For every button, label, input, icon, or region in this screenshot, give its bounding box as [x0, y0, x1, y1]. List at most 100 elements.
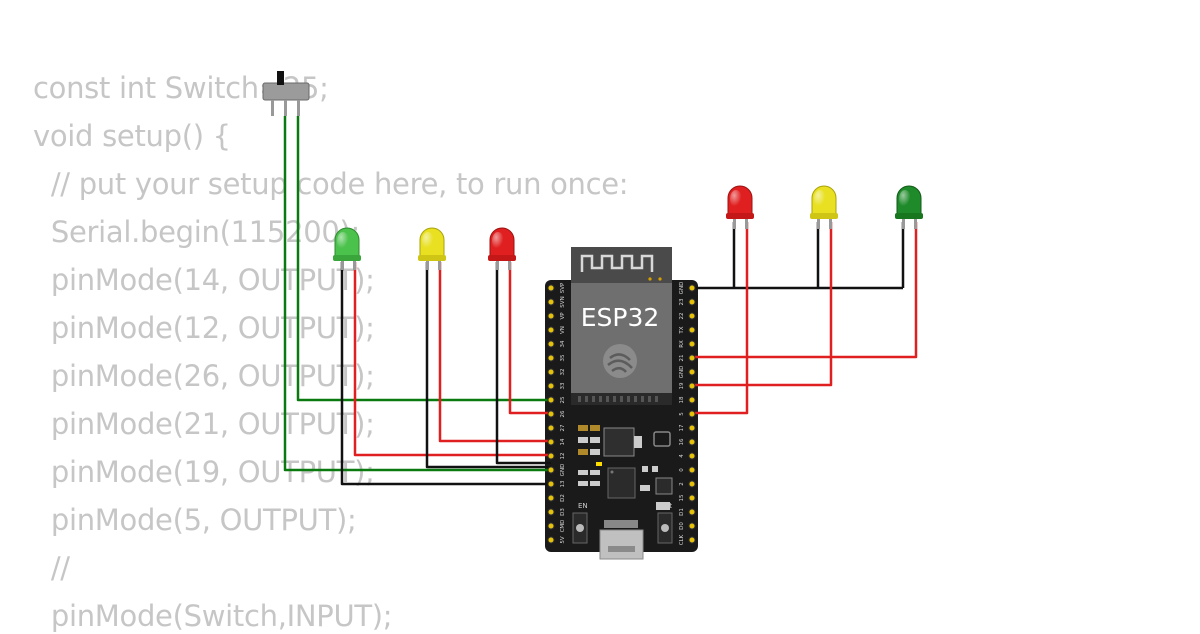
left-pin-27[interactable] — [547, 424, 555, 432]
right-pin-label: GND — [679, 366, 685, 379]
left-pin-VN[interactable] — [547, 326, 555, 334]
right-pin-22[interactable] — [688, 312, 696, 320]
code-line: void setup() { — [33, 119, 231, 153]
right-pin-label: 15 — [679, 494, 685, 501]
led-yellow-right[interactable] — [810, 185, 838, 229]
right-pin-2[interactable] — [688, 480, 696, 488]
left-pin-SVP[interactable] — [547, 284, 555, 292]
right-pin-16[interactable] — [688, 438, 696, 446]
code-line: pinMode(21, OUTPUT); — [33, 407, 375, 441]
esp32-board[interactable]: ESP32 EN Boot — [545, 247, 698, 560]
right-pin-21[interactable] — [688, 354, 696, 362]
en-button[interactable] — [572, 512, 588, 544]
left-pin-14[interactable] — [547, 438, 555, 446]
code-line: // put your setup code here, to run once… — [33, 167, 629, 201]
led-red-left[interactable] — [488, 227, 516, 270]
right-pin-5[interactable] — [688, 410, 696, 418]
right-pin-RX[interactable] — [688, 340, 696, 348]
left-pin-label: 32 — [560, 369, 566, 376]
left-pin-label: 35 — [560, 354, 566, 361]
right-pin-label: D0 — [679, 522, 685, 530]
right-pin-D1[interactable] — [688, 508, 696, 516]
led-green-right[interactable] — [895, 185, 923, 229]
led-yellow-left[interactable] — [418, 227, 446, 270]
left-pin-34[interactable] — [547, 340, 555, 348]
left-pin-26[interactable] — [547, 410, 555, 418]
right-pin-D0[interactable] — [688, 522, 696, 530]
right-pin-label: RX — [679, 340, 685, 348]
left-pin-label: SVN — [560, 296, 566, 307]
right-pin-label: 19 — [679, 382, 685, 389]
wire-led-yellow-signal — [438, 262, 551, 443]
left-pin-D2[interactable] — [547, 494, 555, 502]
left-pin-label: CMD — [560, 520, 566, 533]
code-line: // — [33, 551, 70, 585]
left-pin-label: D2 — [560, 494, 566, 502]
left-pin-label: 25 — [560, 396, 566, 403]
board-label: ESP32 — [581, 303, 660, 332]
right-pin-label: 18 — [679, 396, 685, 403]
left-pin-12[interactable] — [547, 452, 555, 460]
left-pin-35[interactable] — [547, 354, 555, 362]
right-pin-label: 4 — [679, 454, 685, 458]
left-pin-13[interactable] — [547, 480, 555, 488]
right-pin-label: 17 — [679, 424, 685, 431]
code-line: pinMode(5, OUTPUT); — [33, 503, 357, 537]
right-pin-label: TX — [679, 326, 685, 334]
left-pin-33[interactable] — [547, 382, 555, 390]
left-pin-label: 26 — [560, 410, 566, 417]
left-pin-5V[interactable] — [547, 536, 555, 544]
en-label: EN — [578, 502, 588, 510]
espressif-logo-icon — [603, 344, 637, 378]
left-pin-labels: SVPSVNVPVN343532332526271412GND13D2D3CMD… — [560, 282, 566, 544]
right-pin-label: 22 — [679, 313, 685, 320]
left-pin-label: 12 — [560, 453, 566, 460]
left-pin-header — [547, 284, 555, 544]
left-pin-label: VN — [560, 326, 566, 334]
right-pin-label: 0 — [679, 468, 685, 472]
left-pin-D3[interactable] — [547, 508, 555, 516]
left-pin-label: 5V — [560, 536, 566, 543]
left-pin-32[interactable] — [547, 368, 555, 376]
boot-button[interactable] — [657, 512, 673, 544]
right-pin-15[interactable] — [688, 494, 696, 502]
wire-led-red-gnd — [495, 262, 551, 465]
right-pin-CLK[interactable] — [688, 536, 696, 544]
left-pin-label: GND — [560, 464, 566, 477]
code-line: pinMode(Switch,INPUT); — [33, 599, 393, 633]
wire-right-green-signal — [692, 222, 918, 359]
left-pin-SVN[interactable] — [547, 298, 555, 306]
led-green-left[interactable] — [333, 227, 361, 270]
code-line: pinMode(12, OUTPUT); — [33, 311, 375, 345]
left-pin-label: 33 — [560, 382, 566, 389]
left-pin-CMD[interactable] — [547, 522, 555, 530]
right-pin-label: 5 — [679, 412, 685, 416]
wire-right-red-signal — [692, 222, 749, 415]
left-pin-GND[interactable] — [547, 466, 555, 474]
right-pin-GND[interactable] — [688, 368, 696, 376]
right-pin-23[interactable] — [688, 298, 696, 306]
wire-switch-signal — [296, 116, 551, 402]
left-pin-VP[interactable] — [547, 312, 555, 320]
right-pin-label: 21 — [679, 355, 685, 362]
right-pin-19[interactable] — [688, 382, 696, 390]
wire-led-green-gnd — [340, 262, 551, 486]
wire-switch-gnd — [283, 116, 551, 472]
slide-switch[interactable] — [262, 71, 310, 116]
right-pin-0[interactable] — [688, 466, 696, 474]
right-pin-label: 16 — [679, 438, 685, 445]
led-red-right[interactable] — [726, 185, 754, 229]
left-pin-25[interactable] — [547, 396, 555, 404]
right-pin-18[interactable] — [688, 396, 696, 404]
right-pin-4[interactable] — [688, 452, 696, 460]
left-pin-label: 34 — [560, 340, 566, 347]
right-pin-GND[interactable] — [688, 284, 696, 292]
right-pin-label: 23 — [679, 298, 685, 305]
usb-port — [599, 529, 644, 560]
right-pin-label: GND — [679, 282, 685, 295]
right-pin-TX[interactable] — [688, 326, 696, 334]
left-pin-label: SVP — [560, 282, 566, 293]
right-pin-17[interactable] — [688, 424, 696, 432]
